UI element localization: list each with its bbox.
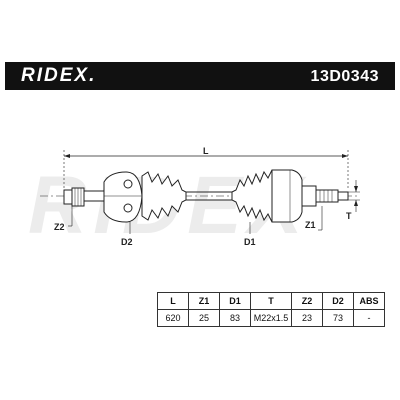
dimension-z1-leader <box>318 206 323 231</box>
spec-header-cell: Z1 <box>188 292 220 310</box>
right-boot <box>231 169 273 223</box>
spec-header-cell: D1 <box>219 292 251 310</box>
label-z1: Z1 <box>305 220 316 230</box>
spec-value-cell: 83 <box>219 309 251 327</box>
spec-value-cell: 25 <box>188 309 220 327</box>
spec-header-cell: Z2 <box>291 292 323 310</box>
label-z2: Z2 <box>54 222 65 232</box>
right-spline-stub <box>301 185 349 207</box>
label-l: L <box>203 146 209 156</box>
spec-header-cell: L <box>157 292 189 310</box>
left-boot <box>141 171 187 221</box>
right-cv-joint <box>271 169 303 223</box>
spec-header-cell: ABS <box>353 292 385 310</box>
header-bar: RIDEX. 13D0343 <box>5 62 395 90</box>
spec-header-cell: T <box>250 292 292 310</box>
spec-value-cell: 73 <box>322 309 354 327</box>
part-number: 13D0343 <box>310 68 379 85</box>
left-spline-stub <box>63 187 105 207</box>
label-d2: D2 <box>121 237 133 247</box>
spec-table: L Z1 D1 T Z2 D2 ABS 620 25 83 M22x1.5 23… <box>157 292 385 327</box>
left-cv-joint <box>103 171 143 223</box>
spec-value-cell: 23 <box>291 309 323 327</box>
spec-value-row: 620 25 83 M22x1.5 23 73 - <box>157 309 385 327</box>
label-d1: D1 <box>244 237 256 247</box>
label-t: T <box>346 211 352 221</box>
spec-value-cell: M22x1.5 <box>250 309 292 327</box>
shaft <box>186 191 232 201</box>
spec-value-cell: - <box>353 309 385 327</box>
dimension-z2-leader <box>68 206 73 227</box>
spec-value-cell: 620 <box>157 309 189 327</box>
brand-logo: RIDEX. <box>21 65 97 86</box>
dimension-t <box>348 180 360 212</box>
spec-header-cell: D2 <box>322 292 354 310</box>
spec-header-row: L Z1 D1 T Z2 D2 ABS <box>157 292 385 310</box>
